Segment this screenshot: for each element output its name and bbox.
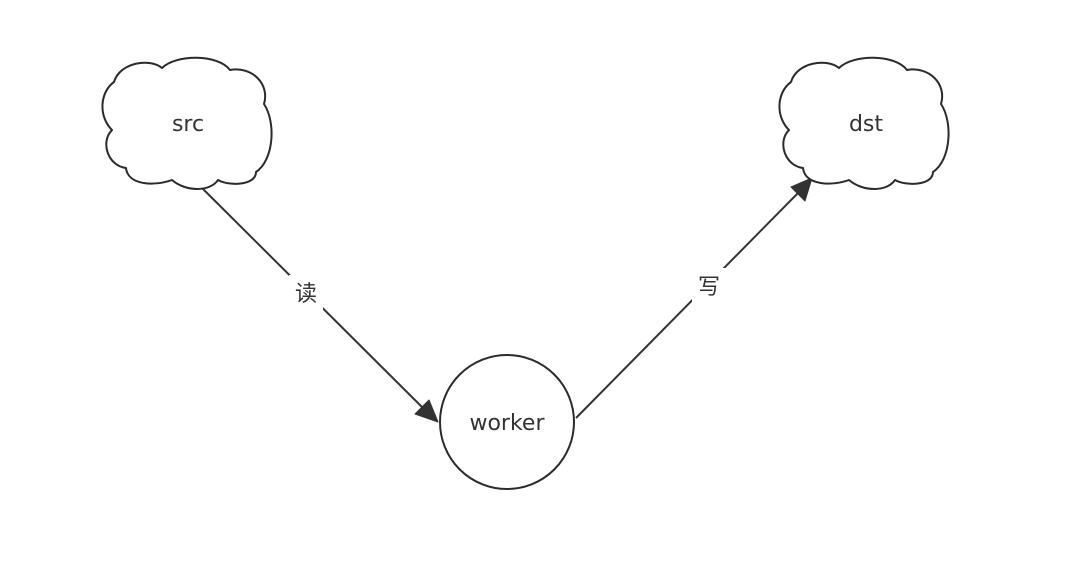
circle-shape-worker <box>439 354 575 490</box>
edge-read[interactable]: 读 <box>201 187 439 423</box>
edge-write-line <box>575 190 801 419</box>
edge-read-arrowhead <box>414 399 439 423</box>
edge-write-arrowhead <box>790 177 813 202</box>
edge-read-label-bg <box>289 275 323 311</box>
cloud-shape-src <box>101 56 273 190</box>
edge-write[interactable]: 写 <box>575 177 813 419</box>
node-src-label: src <box>172 112 204 137</box>
node-dst-label: dst <box>849 112 883 137</box>
edge-write-label-bg <box>692 268 726 304</box>
edge-read-label: 读 <box>295 282 317 307</box>
cloud-shape-dst <box>778 56 950 190</box>
node-worker[interactable]: worker <box>439 354 575 490</box>
edge-write-label: 写 <box>698 275 720 300</box>
node-dst[interactable]: dst <box>778 56 950 190</box>
node-worker-label: worker <box>469 411 545 436</box>
node-src[interactable]: src <box>101 56 273 190</box>
